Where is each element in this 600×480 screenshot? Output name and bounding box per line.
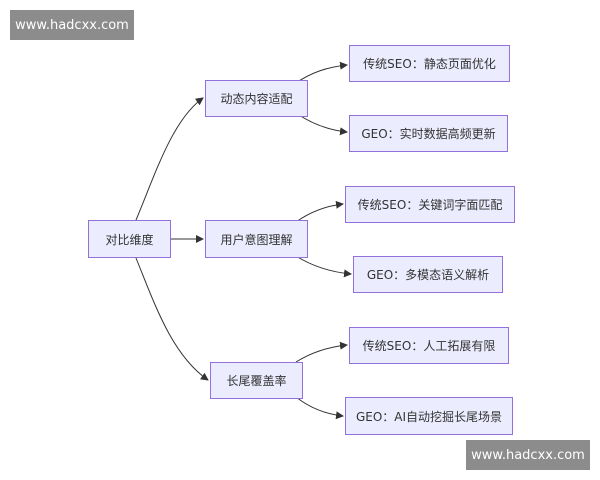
- leaf-node-dynamic-geo: GEO：实时数据高频更新: [349, 115, 508, 152]
- leaf-node-longtail-geo: GEO：AI自动挖掘长尾场景: [345, 397, 513, 435]
- leaf-node-intent-traditional: 传统SEO：关键词字面匹配: [345, 186, 515, 223]
- category-node-long-tail: 长尾覆盖率: [210, 362, 303, 399]
- edge-longtail-to-traditional: [295, 341, 348, 363]
- edge-root-to-dynamic: [135, 97, 204, 221]
- watermark-top: www.hadcxx.com: [10, 10, 134, 40]
- edge-intent-to-geo: [295, 255, 352, 278]
- edge-root-to-longtail: [135, 257, 209, 381]
- root-node: 对比维度: [88, 220, 171, 258]
- category-node-dynamic-content: 动态内容适配: [205, 80, 308, 117]
- leaf-node-intent-geo: GEO：多模态语义解析: [353, 256, 503, 293]
- leaf-node-longtail-traditional: 传统SEO：人工拓展有限: [349, 327, 509, 364]
- edge-longtail-to-geo: [295, 396, 344, 420]
- leaf-node-dynamic-traditional: 传统SEO：静态页面优化: [349, 45, 510, 82]
- edge-intent-to-traditional: [295, 200, 344, 223]
- category-node-user-intent: 用户意图理解: [205, 220, 308, 258]
- watermark-bottom: www.hadcxx.com: [466, 440, 590, 470]
